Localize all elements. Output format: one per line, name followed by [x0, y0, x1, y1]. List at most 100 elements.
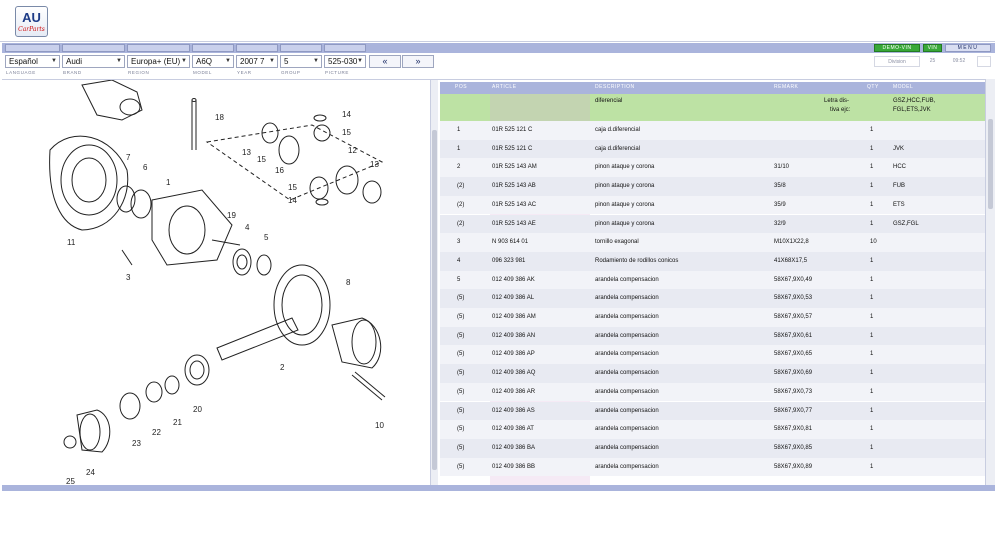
cell-pos: (5) [457, 444, 465, 451]
header-qty[interactable]: QTY [867, 84, 879, 90]
diagram-label-15: 15 [342, 128, 351, 137]
language-caption: LANGUAGE [6, 70, 36, 75]
group-select[interactable]: 5▼ [280, 55, 322, 68]
picture-select-value: 525-030 [328, 57, 358, 66]
diagram-scroll-thumb[interactable] [432, 130, 437, 470]
menu-button[interactable]: MENU [945, 44, 991, 52]
bottom-bar [2, 485, 995, 491]
parts-diagram[interactable]: 18 14 15 13 16 15 13 7 6 1 15 14 12 11 1… [2, 79, 432, 486]
toolbar-tab-group[interactable] [280, 44, 322, 52]
diagram-label-3: 3 [126, 273, 131, 282]
group-description: diferencial [595, 98, 623, 104]
cell-description: arandela compensacion [595, 276, 659, 283]
table-scroll-thumb[interactable] [988, 119, 993, 209]
cell-qty: 1 [870, 295, 874, 302]
cell-article: 012 409 386 BA [492, 444, 536, 451]
cell-pos: (5) [457, 295, 465, 302]
app-logo[interactable]: AU CarParts [15, 6, 48, 37]
diagram-label-20: 20 [193, 405, 202, 414]
cell-pos: 1 [457, 127, 461, 133]
cell-pos: (5) [457, 463, 465, 470]
diagram-label-19: 19 [227, 211, 236, 220]
cell-description: pinon ataque y corona [595, 183, 655, 190]
brand-select[interactable]: Audi▼ [62, 55, 125, 68]
table-scrollbar[interactable] [985, 79, 995, 485]
cell-remark: 58X67,9X0,69 [774, 370, 813, 377]
year-select[interactable]: 2007 7▼ [236, 55, 278, 68]
cell-description: arandela compensacion [595, 426, 659, 433]
model-caption: MODEL [193, 70, 213, 75]
info-field-3: 09:52 [952, 58, 966, 64]
cell-pos: (5) [457, 388, 465, 395]
cell-remark: 35/8 [774, 183, 786, 190]
cell-article: N 903 614 01 [492, 239, 529, 246]
cell-article: 012 409 386 AP [492, 351, 535, 358]
vin-button[interactable]: VIN [923, 44, 942, 52]
cell-model: ETS [893, 201, 905, 208]
header-description[interactable]: DESCRIPTION [595, 84, 635, 90]
diagram-scrollbar[interactable] [430, 80, 438, 486]
toolbar-tab-region[interactable] [127, 44, 190, 52]
diagram-label-13: 13 [242, 148, 251, 157]
prev-picture-button[interactable]: « [369, 55, 401, 68]
cell-pos: (5) [457, 332, 465, 339]
diagram-label-12: 12 [348, 146, 357, 155]
next-picture-button[interactable]: » [402, 55, 434, 68]
cell-description: arandela compensacion [595, 388, 659, 395]
demo-vin-button[interactable]: DEMO-VIN [874, 44, 920, 52]
header-article[interactable]: ARTICLE [492, 84, 517, 90]
cell-remark: 35/9 [774, 201, 786, 208]
diagram-label-18: 18 [215, 113, 224, 122]
group-caption: GROUP [281, 70, 301, 75]
cell-remark: M10X1X22,8 [774, 239, 809, 246]
cell-pos: (2) [457, 201, 465, 208]
toolbar-tab-language[interactable] [5, 44, 60, 52]
header-pos[interactable]: POS [455, 84, 468, 90]
picture-caption: PICTURE [325, 70, 349, 75]
language-select[interactable]: Español▼ [5, 55, 60, 68]
brand-select-value: Audi [66, 57, 83, 66]
language-select-value: Español [9, 57, 38, 66]
picture-select[interactable]: 525-030▼ [324, 55, 366, 68]
region-select-value: Europa+ (EU) [131, 57, 181, 66]
region-caption: REGION [128, 70, 150, 75]
cell-article: 012 409 386 AL [492, 295, 535, 302]
model-select[interactable]: A6Q▼ [192, 55, 234, 68]
cell-model: FUB [893, 183, 905, 190]
cell-remark: 58X67,9X0,53 [774, 295, 813, 302]
header-model[interactable]: MODEL [893, 84, 914, 90]
cell-article: 01R 525 143 AC [492, 201, 537, 208]
toolbar-tab-brand[interactable] [62, 44, 125, 52]
cell-remark: 58X67,9X0,65 [774, 351, 813, 358]
cell-qty: 1 [870, 276, 874, 283]
chevron-down-icon: ▼ [313, 58, 319, 64]
cell-article: 012 409 386 AM [492, 314, 536, 320]
cell-article: 096 323 981 [492, 257, 526, 264]
region-select[interactable]: Europa+ (EU)▼ [127, 55, 190, 68]
toolbar-tab-picture[interactable] [324, 44, 366, 52]
header-remark[interactable]: REMARK [774, 84, 799, 90]
toolbar-tab-model[interactable] [192, 44, 234, 52]
diagram-label-5: 5 [264, 233, 269, 242]
toolbar-tab-year[interactable] [236, 44, 278, 52]
info-field-2: 25 [929, 58, 936, 64]
